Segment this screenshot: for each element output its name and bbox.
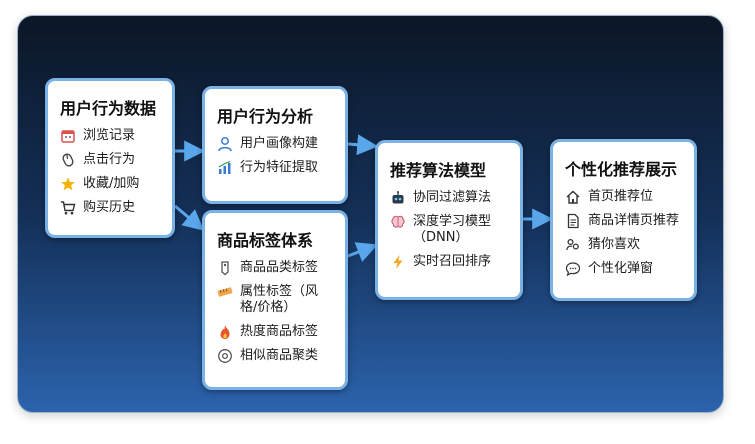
list-item: 商品详情页推荐 bbox=[565, 213, 684, 229]
item-label: 属性标签（风格/价格） bbox=[240, 284, 319, 315]
tag-icon bbox=[217, 260, 233, 276]
chat-bubble-icon bbox=[565, 261, 581, 277]
list-item: 实时召回排序 bbox=[390, 254, 510, 270]
list-item: 购买历史 bbox=[60, 200, 162, 216]
item-label: 收藏/加购 bbox=[83, 176, 140, 191]
calendar-icon bbox=[60, 128, 76, 144]
list-item: 属性标签（风格/价格） bbox=[217, 284, 335, 316]
item-label: 深度学习模型（DNN） bbox=[413, 214, 492, 245]
list-item: 点击行为 bbox=[60, 152, 162, 168]
document-icon bbox=[565, 213, 581, 229]
item-label: 热度商品标签 bbox=[240, 324, 319, 339]
bar-chart-icon bbox=[217, 160, 233, 176]
list-item: 行为特征提取 bbox=[217, 160, 335, 176]
flow-arrows bbox=[174, 134, 554, 262]
card-title: 商品标签体系 bbox=[217, 231, 314, 250]
product-tag-system-card: 商品标签体系 商品品类标签 属性标签（风格/价格） 热度商品标签 相似商品聚类 bbox=[202, 210, 348, 390]
item-label: 购买历史 bbox=[83, 200, 136, 215]
brain-icon bbox=[390, 214, 406, 230]
list-item: 收藏/加购 bbox=[60, 176, 162, 192]
people-icon bbox=[565, 237, 581, 253]
item-label: 点击行为 bbox=[83, 152, 136, 167]
list-item: 首页推荐位 bbox=[565, 189, 684, 205]
arrow-analysis-to-algorithm bbox=[347, 134, 379, 156]
cluster-icon bbox=[217, 348, 233, 364]
lightning-icon bbox=[390, 254, 406, 270]
card-title: 用户行为数据 bbox=[60, 99, 157, 118]
cart-icon bbox=[60, 200, 76, 216]
item-label: 商品详情页推荐 bbox=[588, 213, 680, 228]
card-title: 个性化推荐展示 bbox=[565, 160, 678, 179]
arrow-data-to-tags bbox=[174, 204, 205, 231]
robot-icon bbox=[390, 190, 406, 206]
diagram-canvas: 用户行为数据 浏览记录 点击行为 收藏/加购 购买历史 用户 bbox=[17, 15, 724, 413]
item-label: 商品品类标签 bbox=[240, 260, 319, 275]
fire-icon bbox=[217, 324, 233, 340]
home-icon bbox=[565, 189, 581, 205]
user-behavior-analysis-card: 用户行为分析 用户画像构建 行为特征提取 bbox=[202, 86, 348, 204]
user-icon bbox=[217, 136, 233, 152]
arrow-tags-to-algorithm bbox=[347, 242, 378, 262]
item-label: 相似商品聚类 bbox=[240, 348, 319, 363]
recommendation-algorithm-card: 推荐算法模型 协同过滤算法 深度学习模型（DNN） 实时召回排序 bbox=[375, 140, 523, 300]
item-label: 实时召回排序 bbox=[413, 254, 492, 269]
personalized-display-card: 个性化推荐展示 首页推荐位 商品详情页推荐 猜你喜欢 个性化弹窗 bbox=[550, 139, 697, 301]
star-icon bbox=[60, 176, 76, 192]
list-item: 商品品类标签 bbox=[217, 260, 335, 276]
list-item: 深度学习模型（DNN） bbox=[390, 214, 510, 246]
mouse-icon bbox=[60, 152, 76, 168]
list-item: 浏览记录 bbox=[60, 128, 162, 144]
list-item: 用户画像构建 bbox=[217, 136, 335, 152]
item-label: 用户画像构建 bbox=[240, 136, 319, 151]
list-item: 猜你喜欢 bbox=[565, 237, 684, 253]
list-item: 个性化弹窗 bbox=[565, 261, 684, 277]
item-label: 浏览记录 bbox=[83, 128, 136, 143]
list-item: 相似商品聚类 bbox=[217, 348, 335, 364]
item-label: 猜你喜欢 bbox=[588, 237, 641, 252]
item-label: 行为特征提取 bbox=[240, 160, 319, 175]
item-label: 协同过滤算法 bbox=[413, 190, 492, 205]
list-item: 热度商品标签 bbox=[217, 324, 335, 340]
card-title: 用户行为分析 bbox=[217, 107, 314, 126]
list-item: 协同过滤算法 bbox=[390, 190, 510, 206]
item-label: 首页推荐位 bbox=[588, 189, 654, 204]
item-label: 个性化弹窗 bbox=[588, 261, 654, 276]
ruler-icon bbox=[217, 284, 233, 300]
user-behavior-data-card: 用户行为数据 浏览记录 点击行为 收藏/加购 购买历史 bbox=[45, 78, 175, 238]
card-title: 推荐算法模型 bbox=[390, 161, 487, 180]
